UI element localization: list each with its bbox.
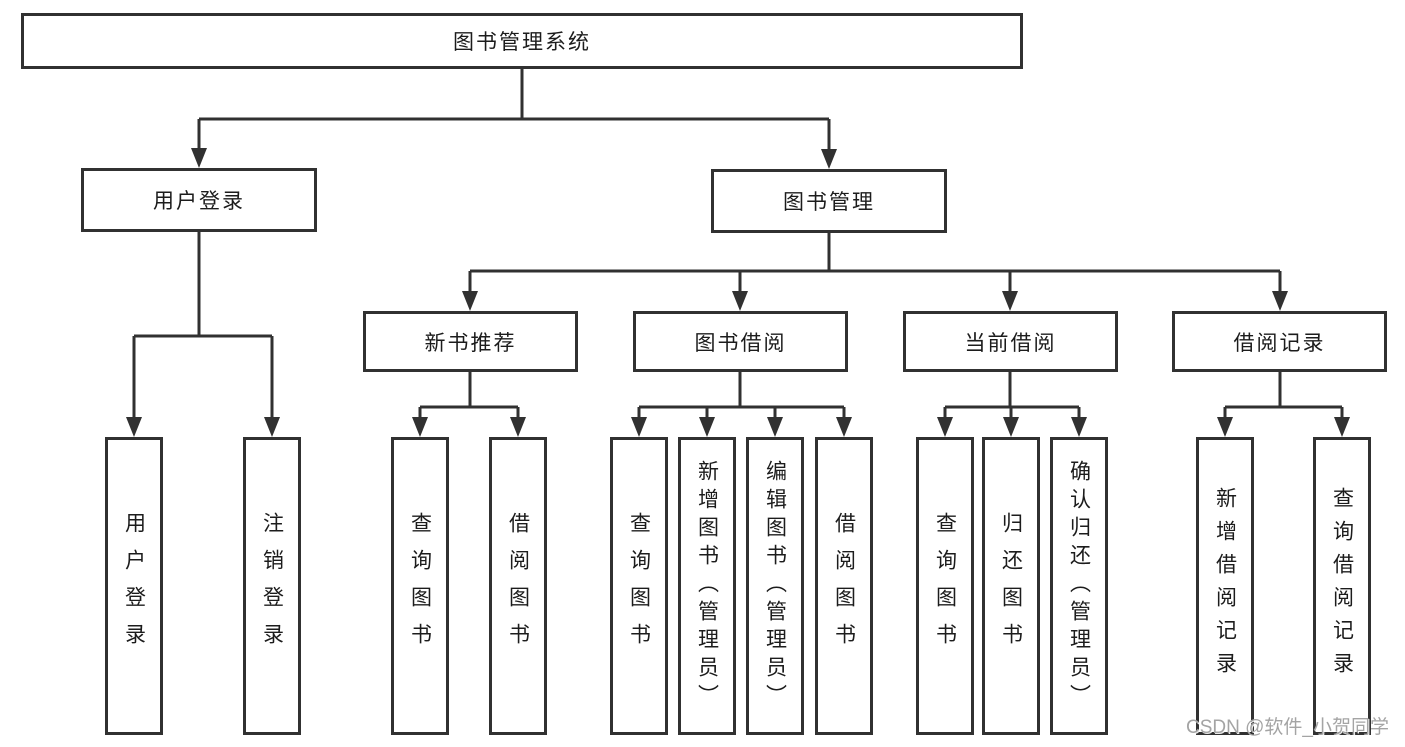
leaf-add-book-admin-label: 新增图书（管理员）: [695, 460, 719, 712]
leaf-edit-book-admin: 编辑图书（管理员）: [746, 437, 804, 735]
leaf-confirm-return-admin-label: 确认归还（管理员）: [1067, 460, 1091, 712]
node-current-borrow-label: 当前借阅: [964, 331, 1057, 355]
leaf-newbook-query-label: 查询图书: [408, 512, 432, 660]
leaf-user-login: 用户登录: [105, 437, 163, 735]
connector-book-borrow: [637, 371, 846, 419]
leaf-return-book: 归还图书: [982, 437, 1040, 735]
leaf-confirm-return-admin: 确认归还（管理员）: [1050, 437, 1108, 735]
node-new-book-recommend-label: 新书推荐: [424, 331, 517, 355]
leaf-borrow-book-label: 借阅图书: [832, 512, 856, 660]
leaf-logout-label: 注销登录: [260, 512, 284, 660]
leaf-borrow-query-label: 查询图书: [627, 512, 651, 660]
leaf-current-query: 查询图书: [916, 437, 974, 735]
node-root-label: 图书管理系统: [453, 31, 591, 54]
connector-book-mgmt: [468, 232, 1282, 293]
node-borrow-record-label: 借阅记录: [1233, 331, 1326, 355]
leaf-query-borrow-record-label: 查询借阅记录: [1330, 487, 1354, 685]
leaf-borrow-book: 借阅图书: [815, 437, 873, 735]
connector-borrow-record: [1223, 371, 1344, 419]
node-user-login-label: 用户登录: [153, 190, 245, 213]
node-root: 图书管理系统: [21, 13, 1023, 69]
csdn-watermark: CSDN @软件_小贺同学: [1186, 717, 1389, 738]
leaf-return-book-label: 归还图书: [999, 512, 1023, 660]
node-user-login: 用户登录: [81, 168, 317, 232]
leaf-newbook-query: 查询图书: [391, 437, 449, 735]
connector-current-borrow: [943, 371, 1081, 419]
leaf-edit-book-admin-label: 编辑图书（管理员）: [763, 460, 787, 712]
leaf-add-book-admin: 新增图书（管理员）: [678, 437, 736, 735]
leaf-logout: 注销登录: [243, 437, 301, 735]
leaf-add-borrow-record: 新增借阅记录: [1196, 437, 1254, 735]
leaf-newbook-borrow-label: 借阅图书: [506, 512, 530, 660]
leaf-borrow-query: 查询图书: [610, 437, 668, 735]
connector-new-book: [418, 371, 520, 419]
leaf-newbook-borrow: 借阅图书: [489, 437, 547, 735]
leaf-current-query-label: 查询图书: [933, 512, 957, 660]
connector-user-login: [132, 232, 274, 419]
connector-root: [197, 67, 831, 151]
node-book-management: 图书管理: [711, 169, 947, 233]
leaf-query-borrow-record: 查询借阅记录: [1313, 437, 1371, 735]
arrow-down-icons: [126, 148, 1350, 437]
node-current-borrow: 当前借阅: [903, 311, 1118, 372]
leaf-user-login-label: 用户登录: [122, 512, 146, 660]
node-borrow-record: 借阅记录: [1172, 311, 1387, 372]
node-new-book-recommend: 新书推荐: [363, 311, 578, 372]
leaf-add-borrow-record-label: 新增借阅记录: [1213, 487, 1237, 685]
node-book-borrow: 图书借阅: [633, 311, 848, 372]
node-book-management-label: 图书管理: [783, 191, 875, 214]
node-book-borrow-label: 图书借阅: [694, 331, 787, 355]
